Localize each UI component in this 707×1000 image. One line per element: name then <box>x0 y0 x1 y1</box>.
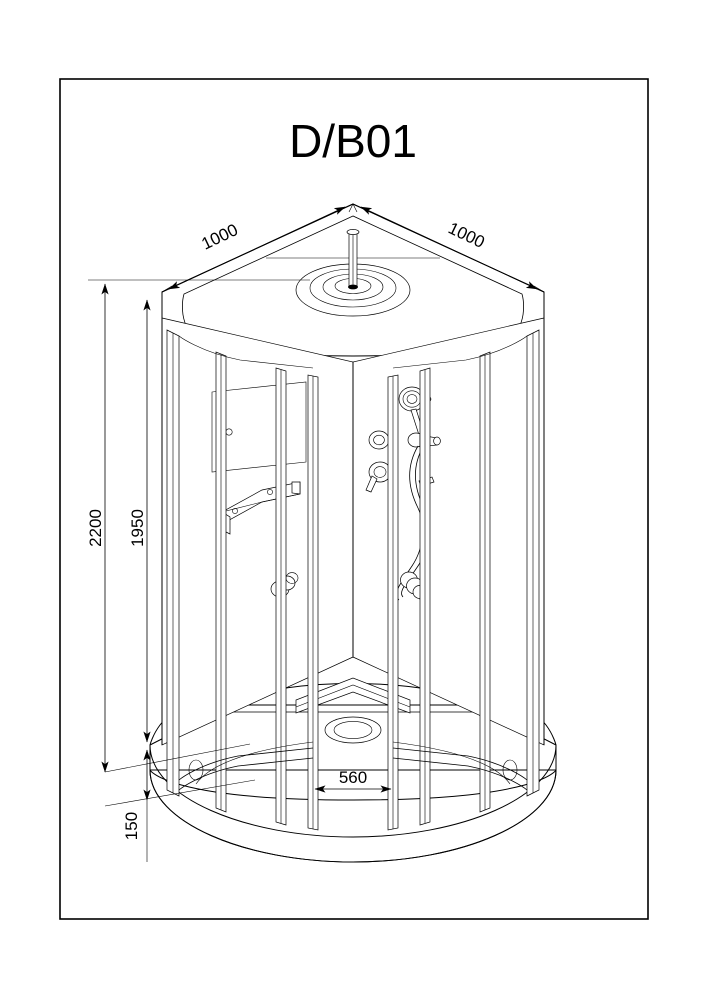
dimension-door-opening-label: 560 <box>339 768 367 787</box>
dimension-overall-height-label: 2200 <box>86 509 105 547</box>
dimension-cabin-height: 1950 <box>128 299 151 743</box>
dimension-tray-height: 150 <box>122 749 151 862</box>
dimension-overall-height: 2200 <box>86 283 109 773</box>
back-wall-panels <box>161 317 545 746</box>
dimension-door-opening: 560 <box>314 768 392 793</box>
dimension-tray-height-label: 150 <box>122 812 141 840</box>
diverter-valve <box>365 461 392 493</box>
page-title: D/B01 <box>289 115 417 167</box>
drain <box>324 716 382 744</box>
extension-line-tray-bottom <box>104 779 256 807</box>
sliding-door-frames <box>166 329 540 831</box>
drawing-border <box>59 78 649 920</box>
mixer-valve <box>368 430 390 450</box>
extension-line-tray-top <box>104 743 251 773</box>
shower-cabin-assembly <box>149 203 557 863</box>
dimension-cabin-height-label: 1950 <box>128 509 147 547</box>
